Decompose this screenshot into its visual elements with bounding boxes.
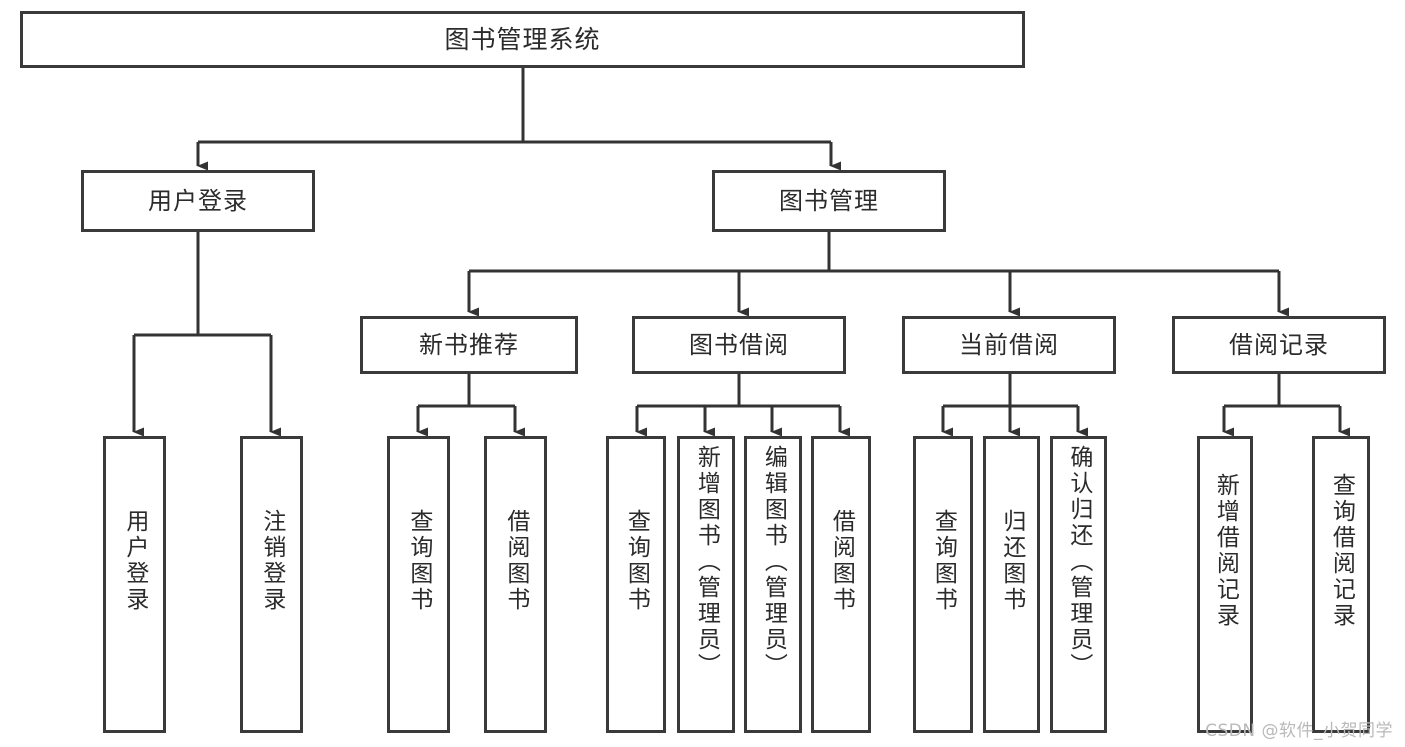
node-label: 借阅图书 (502, 509, 529, 613)
leaf-logout[interactable]: 注销登录 (240, 436, 303, 733)
node-label: 新书推荐 (419, 330, 519, 359)
leaf-borrow-book[interactable]: 借阅图书 (811, 436, 871, 733)
leaf-return-book[interactable]: 归还图书 (983, 436, 1040, 733)
leaf-add-book-admin[interactable]: 新增图书（管理员） (677, 436, 735, 733)
node-label: 新增借阅记录 (1212, 473, 1239, 629)
leaf-add-borrow-record[interactable]: 新增借阅记录 (1197, 436, 1253, 733)
node-borrow-record[interactable]: 借阅记录 (1172, 316, 1386, 374)
node-label: 编辑图书（管理员） (760, 445, 787, 679)
node-label: 确认归还（管理员） (1065, 445, 1092, 679)
leaf-query-book-recommend[interactable]: 查询图书 (387, 436, 450, 733)
node-label: 注销登录 (258, 509, 285, 613)
leaf-edit-book-admin[interactable]: 编辑图书（管理员） (744, 436, 802, 733)
node-label: 归还图书 (998, 509, 1025, 613)
leaf-confirm-return-admin[interactable]: 确认归还（管理员） (1050, 436, 1107, 733)
node-label: 查询图书 (930, 509, 957, 613)
node-new-book-recommend[interactable]: 新书推荐 (360, 316, 578, 374)
node-label: 图书管理系统 (444, 24, 601, 54)
node-label: 用户登录 (121, 509, 148, 613)
leaf-query-book-current[interactable]: 查询图书 (913, 436, 973, 733)
node-label: 借阅记录 (1229, 330, 1329, 359)
node-user-login[interactable]: 用户登录 (81, 170, 315, 232)
node-book-borrow[interactable]: 图书借阅 (632, 316, 846, 374)
csdn-watermark: CSDN @软件_小贺同学 (1205, 721, 1393, 741)
node-root-system[interactable]: 图书管理系统 (20, 11, 1025, 68)
node-label: 用户登录 (148, 186, 248, 215)
node-label: 图书借阅 (689, 330, 789, 359)
leaf-borrow-book-recommend[interactable]: 借阅图书 (484, 436, 547, 733)
node-label: 图书管理 (779, 186, 879, 215)
node-label: 查询图书 (623, 509, 650, 613)
node-label: 新增图书（管理员） (693, 445, 720, 679)
node-label: 查询借阅记录 (1328, 473, 1355, 629)
leaf-query-book-borrow[interactable]: 查询图书 (606, 436, 666, 733)
node-book-management[interactable]: 图书管理 (712, 170, 946, 232)
node-label: 查询图书 (405, 509, 432, 613)
node-label: 借阅图书 (828, 509, 855, 613)
leaf-user-login[interactable]: 用户登录 (103, 436, 166, 733)
leaf-query-borrow-record[interactable]: 查询借阅记录 (1312, 436, 1370, 733)
node-current-borrow[interactable]: 当前借阅 (902, 316, 1116, 374)
node-label: 当前借阅 (959, 330, 1059, 359)
